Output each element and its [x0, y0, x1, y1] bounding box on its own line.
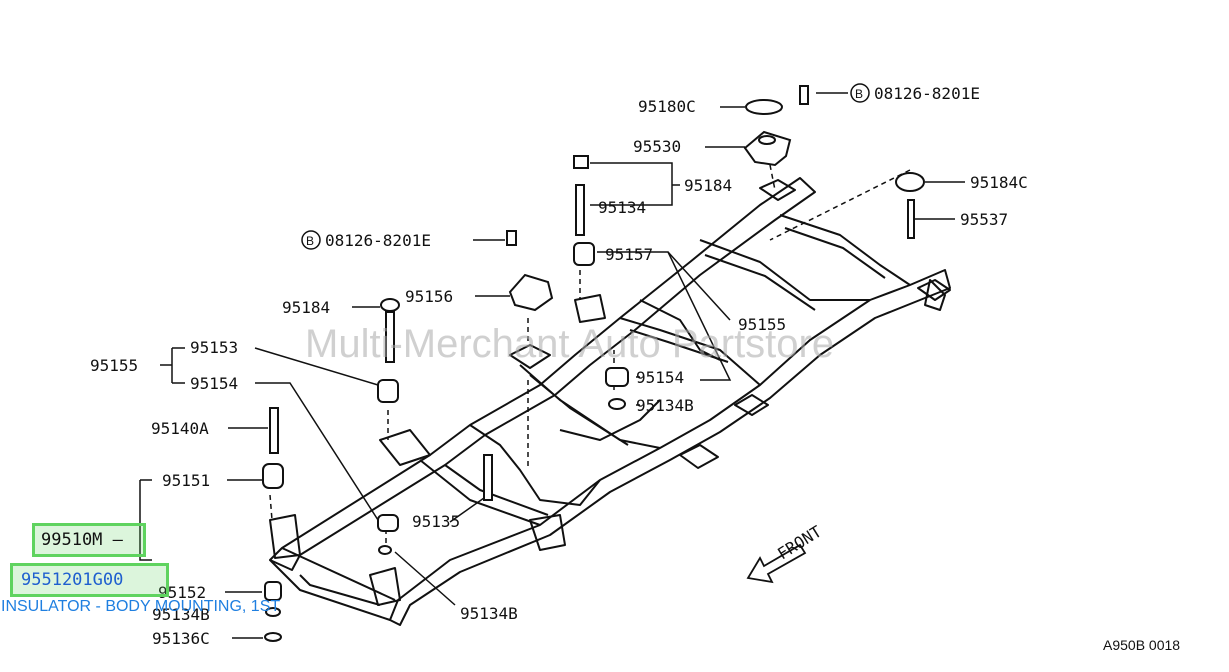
label-95134B-right: 95134B — [636, 396, 694, 415]
label-95537: 95537 — [960, 210, 1008, 229]
label-95154-right: 95154 — [636, 368, 684, 387]
bolt-95140A — [269, 407, 279, 454]
label-95184C: 95184C — [970, 173, 1028, 192]
svg-text:B: B — [855, 87, 863, 101]
label-95134B-left: 95134B — [152, 605, 210, 624]
bushing-95154-left — [377, 514, 399, 532]
label-95154-left: 95154 — [190, 374, 238, 393]
bolt-08126-left — [506, 230, 517, 246]
ref-b-icon-left: B — [301, 230, 321, 250]
label-95140A: 95140A — [151, 419, 209, 438]
label-08126-left: 08126-8201E — [325, 231, 431, 250]
label-08126-top: 08126-8201E — [874, 84, 980, 103]
bushing-95152 — [264, 581, 282, 601]
part-description: INSULATOR - BODY MOUNTING, 1ST — [1, 598, 281, 615]
cushion-95184C — [895, 172, 925, 192]
nut-95184-left — [380, 298, 400, 312]
label-95152: 95152 — [158, 583, 206, 602]
bushing-95151 — [262, 463, 284, 489]
bushing-95154-right — [605, 367, 629, 387]
frame-front-cross — [269, 547, 396, 621]
mount-95156 — [508, 273, 554, 312]
label-95134: 95134 — [598, 198, 646, 217]
nut-95184-top — [573, 155, 589, 169]
frame-crossmember-2 — [519, 364, 661, 449]
frame-left-rail — [269, 177, 816, 571]
svg-text:B: B — [306, 234, 314, 248]
frame-crossmember-3 — [619, 317, 761, 386]
mount-95530 — [743, 130, 792, 167]
part-link-9551201G00[interactable]: 9551201G00 — [10, 563, 169, 597]
ref-b-icon-top: B — [850, 83, 870, 103]
bolt-95135 — [483, 454, 493, 501]
washer-95180C — [745, 99, 783, 115]
bushing-95153 — [377, 379, 399, 403]
label-95151: 95151 — [162, 471, 210, 490]
label-95135: 95135 — [412, 512, 460, 531]
diagram-code: A950B 0018 — [1103, 637, 1181, 653]
frame-right-rail — [389, 269, 951, 626]
frame-crossmember-1 — [419, 459, 549, 526]
label-95157: 95157 — [605, 245, 653, 264]
bolt-95537 — [907, 199, 915, 239]
label-95180C: 95180C — [638, 97, 696, 116]
label-95155-left: 95155 — [90, 356, 138, 375]
washer-95136C — [264, 632, 282, 642]
bolt-08126-top — [799, 85, 809, 105]
front-arrow-icon: FRONT — [746, 522, 825, 584]
washer-95134B-right — [608, 398, 626, 410]
part-number-9551201G00: 9551201G00 — [21, 570, 124, 590]
part-link-99510M[interactable]: 99510M — — [32, 523, 146, 557]
label-95530: 95530 — [633, 137, 681, 156]
label-95184-top: 95184 — [684, 176, 732, 195]
label-95156: 95156 — [405, 287, 453, 306]
part-number-99510M: 99510M — [41, 530, 103, 550]
bushing-95157 — [573, 242, 595, 266]
label-95184-left: 95184 — [282, 298, 330, 317]
label-95136C: 95136C — [152, 629, 210, 648]
label-95134B-bottom: 95134B — [460, 604, 518, 623]
front-label: FRONT — [774, 522, 825, 564]
bolt-95134 — [575, 184, 585, 236]
label-95153: 95153 — [190, 338, 238, 357]
label-95155-right: 95155 — [738, 315, 786, 334]
frame-crossmember-4 — [699, 239, 870, 311]
frame-crossmember-5 — [779, 214, 911, 286]
